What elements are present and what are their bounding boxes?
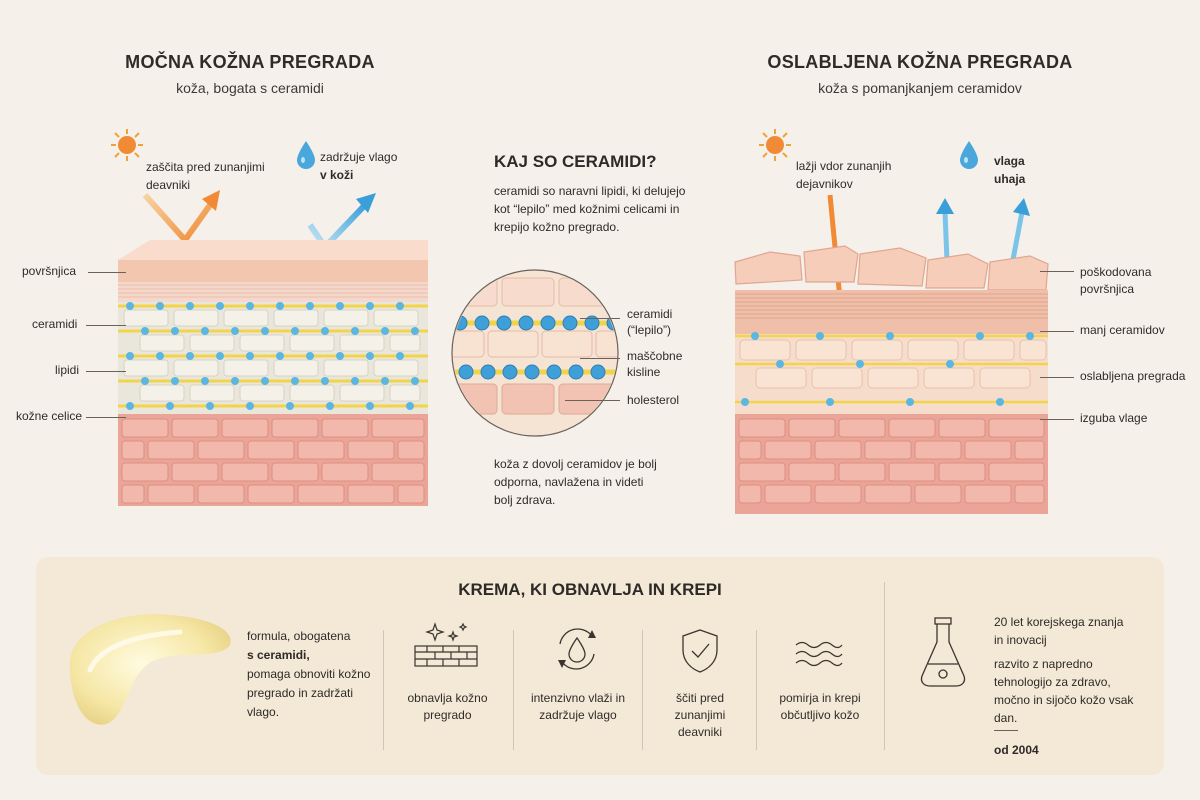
right-sun-text: lažji vdor zunanjih dejavnikov: [796, 159, 892, 191]
formula-line1: formula, obogatena: [247, 629, 351, 643]
left-drop-text-line1: zadržuje vlago: [320, 150, 398, 164]
left-subtitle: koža, bogata s ceramidi: [176, 80, 324, 96]
left-label-surface: površnjica: [22, 264, 77, 278]
product-benefits-panel: [36, 557, 1164, 775]
formula-line3: pomaga obnoviti kožno pregrado in zadrža…: [247, 667, 371, 719]
weak-barrier-diagram: [730, 190, 1050, 525]
center-label-ceramides: ceramidi (“lepilo”): [627, 307, 673, 337]
flask-icon: [918, 616, 968, 688]
since-year: od 2004: [994, 743, 1039, 757]
strong-barrier-diagram: [110, 185, 440, 520]
right-subtitle: koža s pomanjkanjem ceramidov: [818, 80, 1022, 96]
right-title: OSLABLJENA KOŽNA PREGRADA: [767, 52, 1073, 72]
heritage-text: razvito z napredno tehnologijo za zdravo…: [994, 657, 1134, 725]
feature-4-text: pomirja in krepi občutljivo kožo: [779, 691, 861, 722]
right-label-moisture-loss: izguba vlage: [1080, 411, 1148, 425]
drop-cycle-icon: [552, 624, 602, 674]
center-label-fatty-acids: maščobne kisline: [627, 349, 683, 379]
cream-swatch-image: [60, 600, 240, 745]
formula-line2: s ceramidi,: [247, 648, 310, 662]
right-label-damaged-surface: poškodovana površnjica: [1080, 265, 1152, 296]
center-footer: koža z dovolj ceramidov je bolj odporna,…: [494, 457, 657, 507]
water-drop-icon-right: [958, 140, 980, 170]
sun-icon-right: [758, 128, 792, 162]
feature-2-text: intenzivno vlaži in zadržuje vlago: [530, 691, 626, 722]
right-label-fewer-ceramides: manj ceramidov: [1080, 323, 1165, 337]
left-label-ceramides: ceramidi: [32, 317, 78, 331]
left-label-skin-cells: kožne celice: [16, 409, 83, 423]
heritage-title: 20 let korejskega znanja in inovacij: [994, 615, 1124, 647]
center-title: KAJ SO CERAMIDI?: [494, 152, 657, 171]
left-title: MOČNA KOŽNA PREGRADA: [125, 52, 375, 72]
shield-check-icon: [680, 628, 720, 674]
bottom-title: KREMA, KI OBNAVLJA IN KREPI: [458, 580, 722, 599]
right-label-weakened-barrier: oslabljena pregrada: [1080, 369, 1186, 383]
ceramide-zoom-circle: [450, 268, 620, 443]
formula-text: formula, obogatena s ceramidi, pomaga ob…: [247, 627, 377, 722]
feature-1-text: obnavlja kožno pregrado: [407, 691, 488, 722]
wave-icon: [794, 640, 844, 668]
left-drop-text: zadržuje vlago v koži: [320, 148, 430, 184]
right-drop-text: vlaga uhaja: [994, 154, 1026, 186]
center-label-cholesterol: holesterol: [627, 393, 680, 407]
sun-icon: [110, 128, 144, 162]
brick-sparkle-icon: [413, 622, 479, 668]
left-label-lipids: lipidi: [55, 363, 80, 377]
left-sun-text: zaščita pred zunanjimi deavniki: [146, 160, 265, 192]
center-description: ceramidi so naravni lipidi, ki delujejo …: [494, 184, 686, 234]
left-drop-text-line2: v koži: [320, 168, 354, 182]
feature-3-text: ščiti pred zunanjimi deavniki: [674, 691, 726, 739]
water-drop-icon: [295, 140, 317, 170]
